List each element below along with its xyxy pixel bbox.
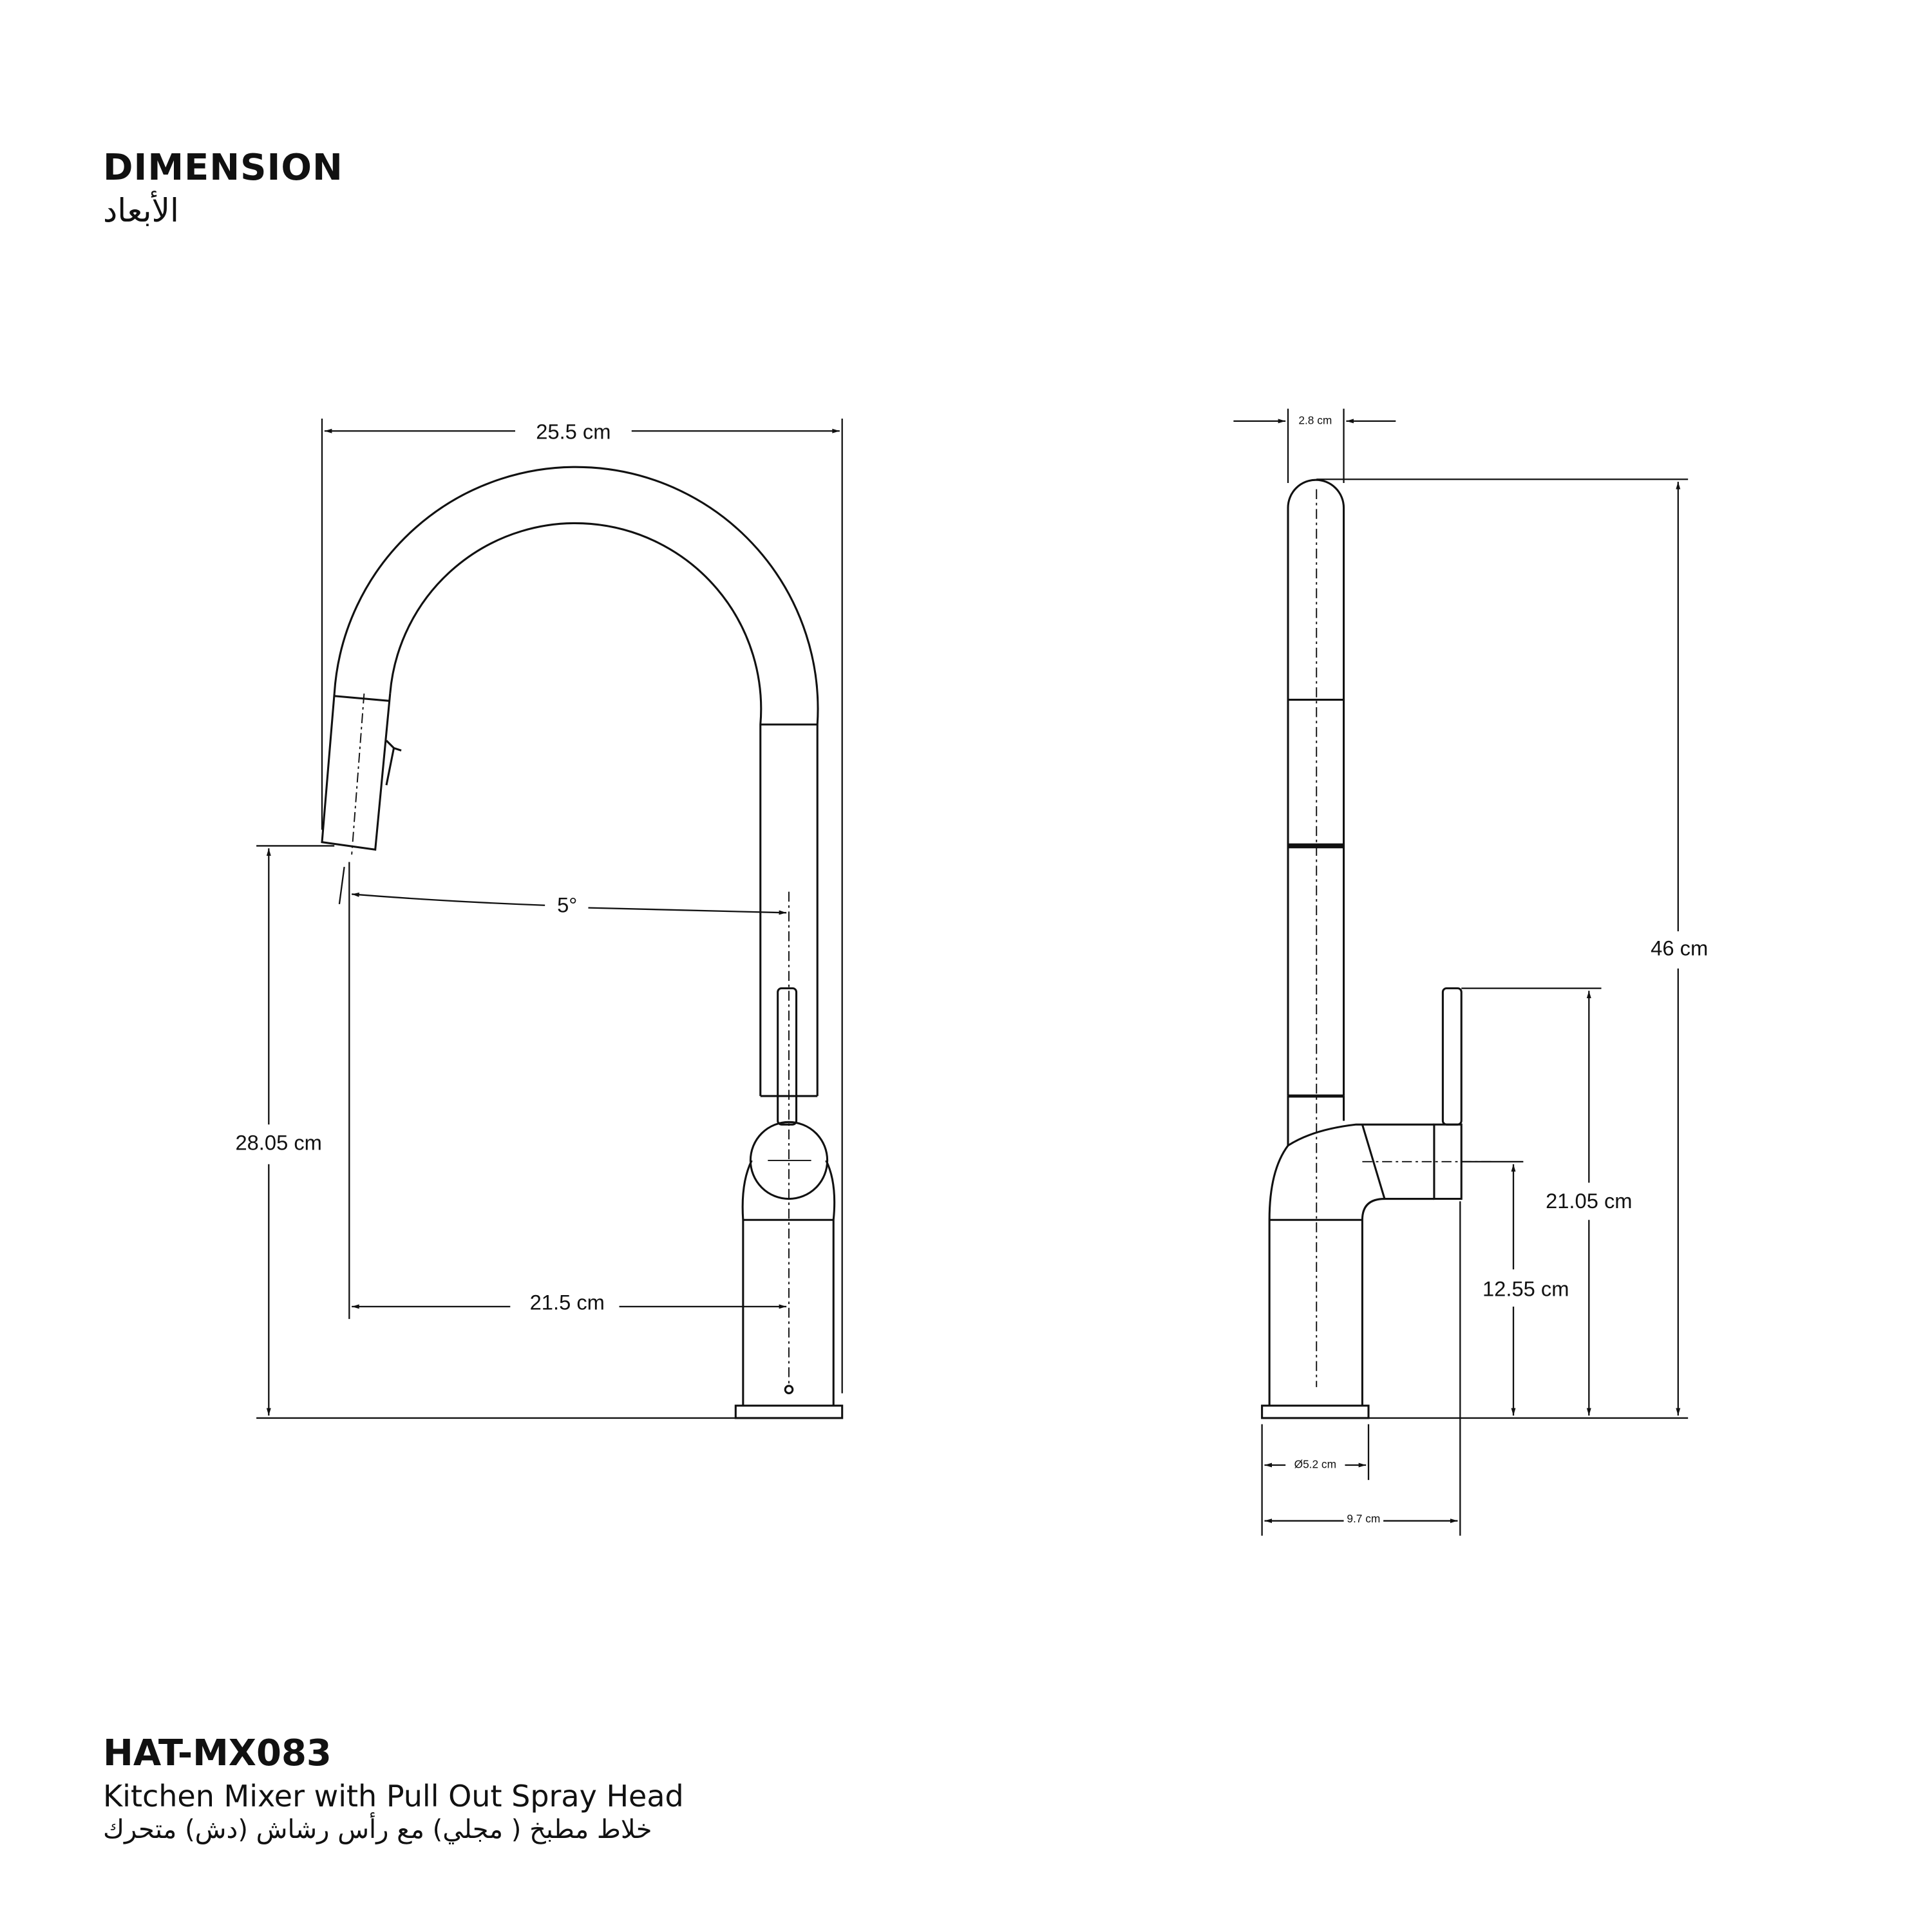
dim-handle-height: 21.05 cm <box>1546 1189 1632 1213</box>
dim-total-width: 25.5 cm <box>536 420 611 444</box>
page-title: DIMENSION <box>103 147 343 189</box>
product-description-arabic: خلاط مطبخ ( مجلي) مع رأس رشاش (دش) متحرك <box>103 1815 652 1844</box>
front-view-faucet <box>321 466 844 1419</box>
page-title-arabic: الأبعاد <box>103 192 179 229</box>
dim-spout-reach: 21.5 cm <box>530 1291 605 1314</box>
dim-spout-angle: 5° <box>557 893 577 916</box>
product-description: Kitchen Mixer with Pull Out Spray Head <box>103 1779 684 1814</box>
dim-depth: 9.7 cm <box>1347 1512 1380 1525</box>
dim-total-height: 46 cm <box>1651 936 1708 960</box>
dim-spout-height: 28.05 cm <box>235 1131 321 1155</box>
model-number: HAT-MX083 <box>103 1732 332 1774</box>
front-view-dimensions <box>256 419 843 1419</box>
dim-tube-diameter: 2.8 cm <box>1298 413 1332 426</box>
dim-handle-axis-height: 12.55 cm <box>1482 1276 1569 1300</box>
dim-base-diameter: Ø5.2 cm <box>1294 1458 1336 1471</box>
side-view-dimensions <box>1233 408 1689 1536</box>
side-view-faucet <box>1261 478 1493 1419</box>
